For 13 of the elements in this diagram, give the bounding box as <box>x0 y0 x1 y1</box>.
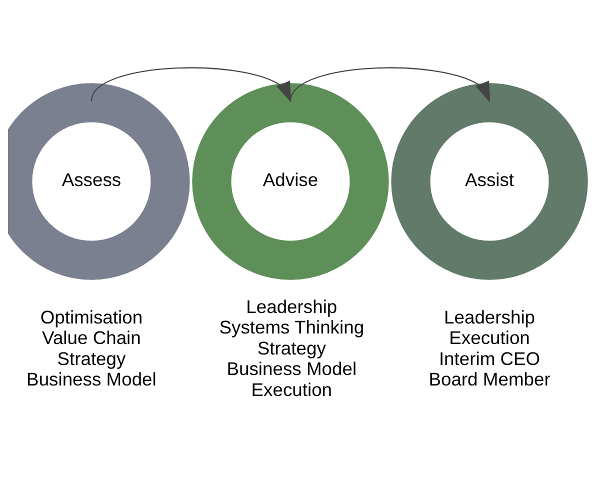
node-label: Optimisation <box>40 306 143 327</box>
node-label: Business Model <box>226 358 357 379</box>
node-label: Value Chain <box>42 326 141 348</box>
node-label: Strategy <box>57 347 126 368</box>
node-label: Board Member <box>428 368 550 389</box>
node-label: Leadership <box>246 295 338 316</box>
node-label: Systems Thinking <box>219 316 364 338</box>
node-label: Execution <box>251 378 332 400</box>
node-label: Execution <box>449 326 530 348</box>
node-label: Leadership <box>444 306 536 327</box>
node-label: Strategy <box>257 336 326 358</box>
node-label: Interim CEO <box>438 347 540 368</box>
node-label: Business Model <box>26 368 156 389</box>
